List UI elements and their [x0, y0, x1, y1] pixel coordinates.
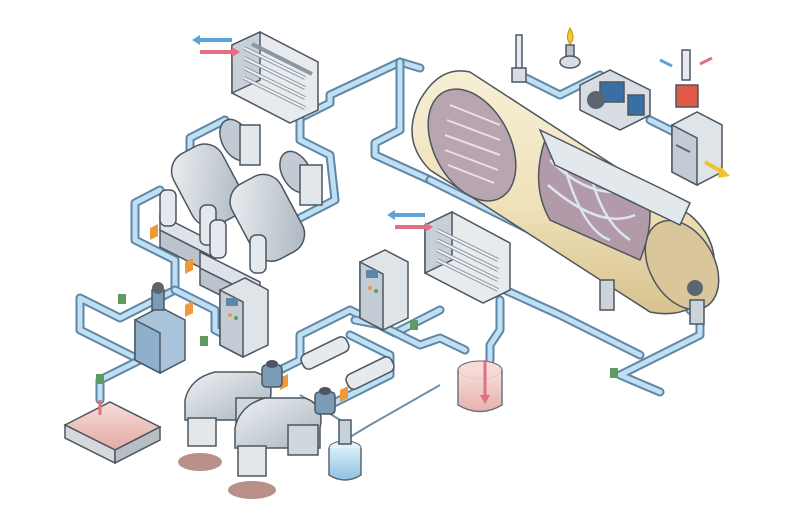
inlet-arrow-icon — [387, 210, 433, 232]
pump-right — [314, 387, 336, 415]
filter-vessel — [134, 282, 186, 375]
collection-tank-pink — [457, 360, 503, 413]
thermometer-icon — [511, 34, 527, 83]
heat-exchanger-top — [231, 30, 319, 124]
extruder-right — [228, 397, 322, 499]
collection-tank-blue — [328, 419, 362, 481]
flame-icon — [559, 26, 581, 69]
outlet-arrow-icon — [703, 160, 730, 178]
filter-cartridge — [300, 336, 395, 390]
control-panel-left — [219, 277, 269, 359]
exhaust-arrow-icon — [659, 56, 713, 68]
inlet-arrow-icon — [192, 35, 240, 57]
heater-unit — [671, 49, 723, 187]
coupling-icon — [96, 294, 618, 384]
blower-unit — [579, 69, 651, 131]
control-panel-center — [359, 249, 409, 332]
horizontal-vessel — [411, 70, 720, 325]
drain-tray — [63, 400, 162, 465]
heat-exchanger-middle — [424, 210, 511, 304]
pump-left — [261, 360, 283, 388]
